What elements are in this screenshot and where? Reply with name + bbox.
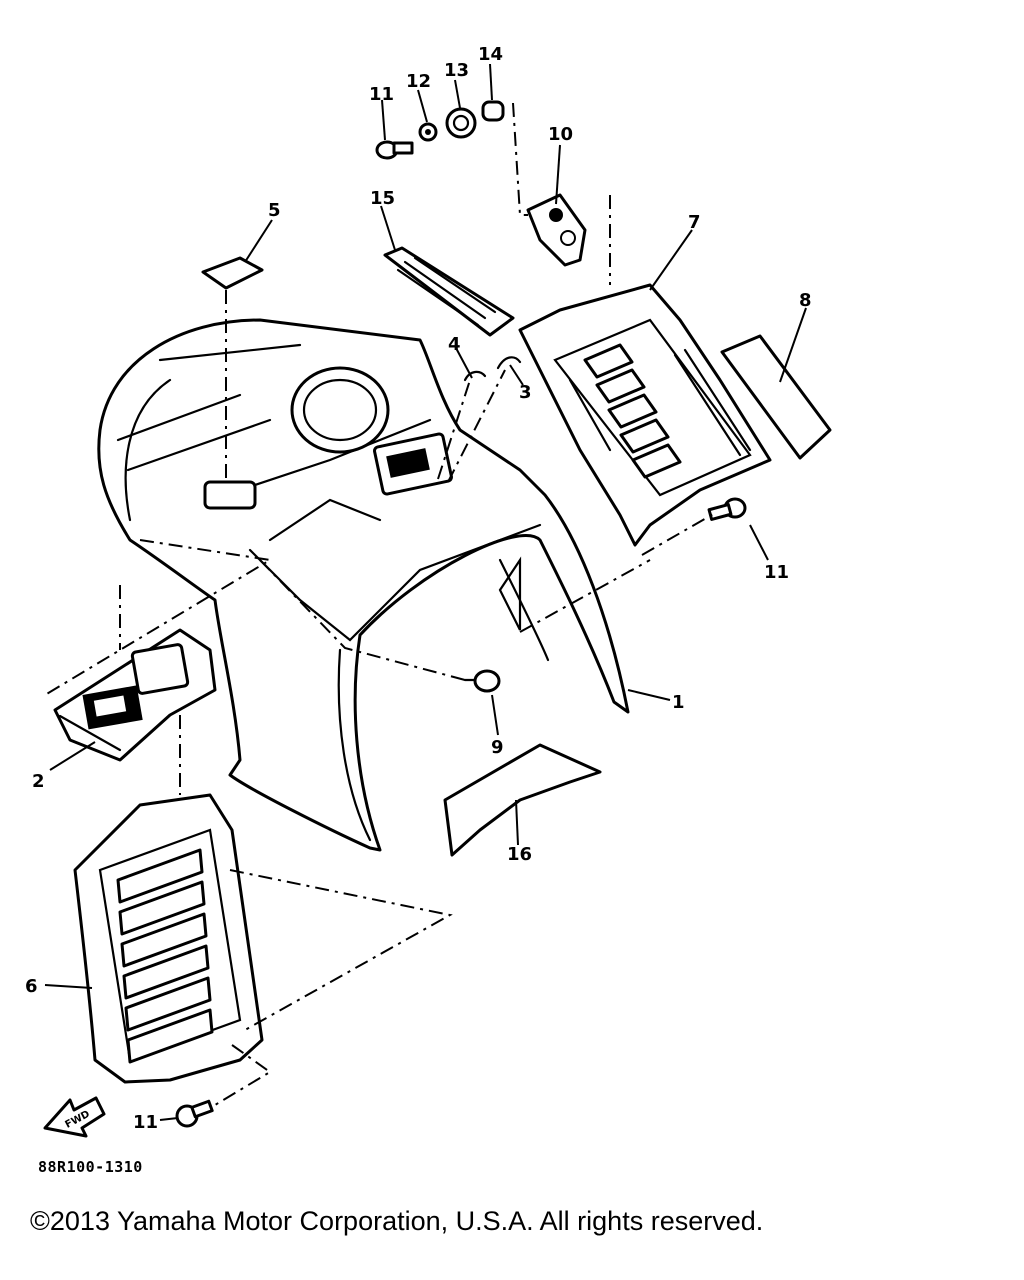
callout-2: 2	[32, 771, 45, 792]
part-11-bolt-top	[375, 140, 414, 160]
part-16-plate	[443, 743, 602, 857]
part-8-pad	[720, 334, 832, 460]
callout-12: 12	[406, 71, 431, 92]
leader-lines	[44, 63, 807, 1121]
part-7-vent-slots	[568, 343, 752, 479]
callout-5: 5	[268, 200, 281, 221]
callout-11-bottom: 11	[133, 1112, 158, 1133]
part-6-left-vent-panel	[73, 793, 264, 1084]
callout-14: 14	[478, 44, 503, 65]
callout-6: 6	[25, 976, 38, 997]
callout-7: 7	[688, 212, 701, 233]
part-14-collar	[481, 100, 505, 122]
callout-8: 8	[799, 290, 812, 311]
copyright-notice: ©2013 Yamaha Motor Corporation, U.S.A. A…	[30, 1206, 764, 1236]
callout-3: 3	[519, 382, 532, 403]
callout-10: 10	[548, 124, 573, 145]
part-10-clip	[526, 193, 587, 267]
part-12-washer	[418, 122, 438, 142]
part-2-switch-panel	[53, 628, 217, 762]
part-5-cap	[201, 256, 264, 290]
reference-code: 88R100-1310	[38, 1158, 143, 1176]
forward-arrow-icon: FWD	[43, 1096, 106, 1138]
callout-13: 13	[444, 60, 469, 81]
part-11-bolt-bottom	[175, 1099, 214, 1128]
callout-15: 15	[370, 188, 395, 209]
part-6-vent-slots	[116, 848, 214, 1064]
part-11-bolt-right	[707, 497, 747, 521]
callout-labels: 1 2 3 4 5 6 7 8 9 10 11 12 13 14 15 16 1…	[25, 44, 812, 1133]
part-15-grille-plate	[383, 246, 515, 337]
part-1-front-cowl	[97, 318, 630, 852]
callout-11-right: 11	[764, 562, 789, 583]
callout-9: 9	[491, 737, 504, 758]
callout-4: 4	[448, 334, 461, 355]
callout-11: 11	[369, 84, 394, 105]
part-3-clip	[496, 356, 522, 370]
callout-1: 1	[672, 692, 685, 713]
callout-16: 16	[507, 844, 532, 865]
part-13-grommet	[445, 107, 477, 139]
assembly-lines	[44, 102, 716, 1106]
part-7-right-vent-panel	[518, 283, 772, 547]
part-9-rubber	[463, 669, 501, 693]
part-4-clip	[463, 370, 487, 382]
